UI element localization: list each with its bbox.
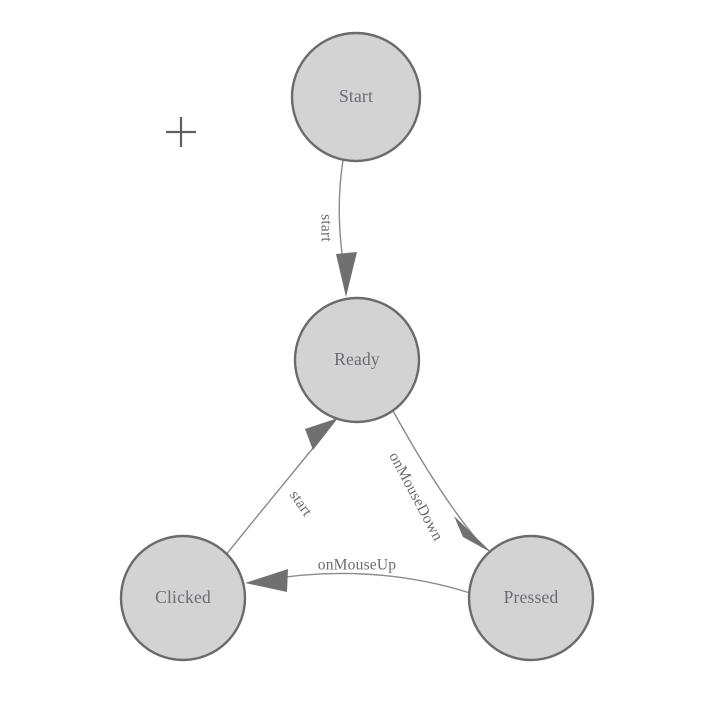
edge-ready-to-pressed[interactable] xyxy=(391,408,492,553)
arrowhead-pressed-upperleft xyxy=(454,516,492,553)
node-clicked-label: Clicked xyxy=(155,587,211,607)
node-start[interactable]: Start xyxy=(290,31,422,163)
node-start-circle xyxy=(290,31,422,163)
arrowhead-clicked-right xyxy=(245,569,288,592)
node-pressed-label: Pressed xyxy=(504,587,559,607)
edge-start-to-ready[interactable] xyxy=(336,159,357,297)
node-pressed[interactable]: Pressed xyxy=(467,534,595,662)
edge-clicked-to-ready[interactable] xyxy=(224,418,338,557)
node-ready-label: Ready xyxy=(334,349,380,369)
edge-label-clicked-to-ready: start xyxy=(286,487,316,520)
node-clicked[interactable]: Clicked xyxy=(119,534,247,662)
crosshair-icon xyxy=(166,117,196,147)
edge-label-on-mouse-up: onMouseUp xyxy=(318,557,396,574)
node-ready[interactable]: Ready xyxy=(293,296,421,424)
node-start-label: Start xyxy=(339,86,373,106)
edge-label-start-to-ready: start xyxy=(317,214,334,242)
arrowhead-ready-bottomleft xyxy=(305,418,338,450)
arrowhead-ready-top xyxy=(336,252,357,297)
node-clicked-circle xyxy=(119,534,247,662)
edge-pressed-to-clicked[interactable] xyxy=(245,569,471,594)
edge-pressed-to-clicked-path xyxy=(265,572,471,594)
edge-ready-to-pressed-path xyxy=(391,408,479,542)
node-pressed-circle xyxy=(467,534,595,662)
edge-label-on-mouse-down: onMouseDown xyxy=(385,449,446,543)
node-ready-circle xyxy=(293,296,421,424)
